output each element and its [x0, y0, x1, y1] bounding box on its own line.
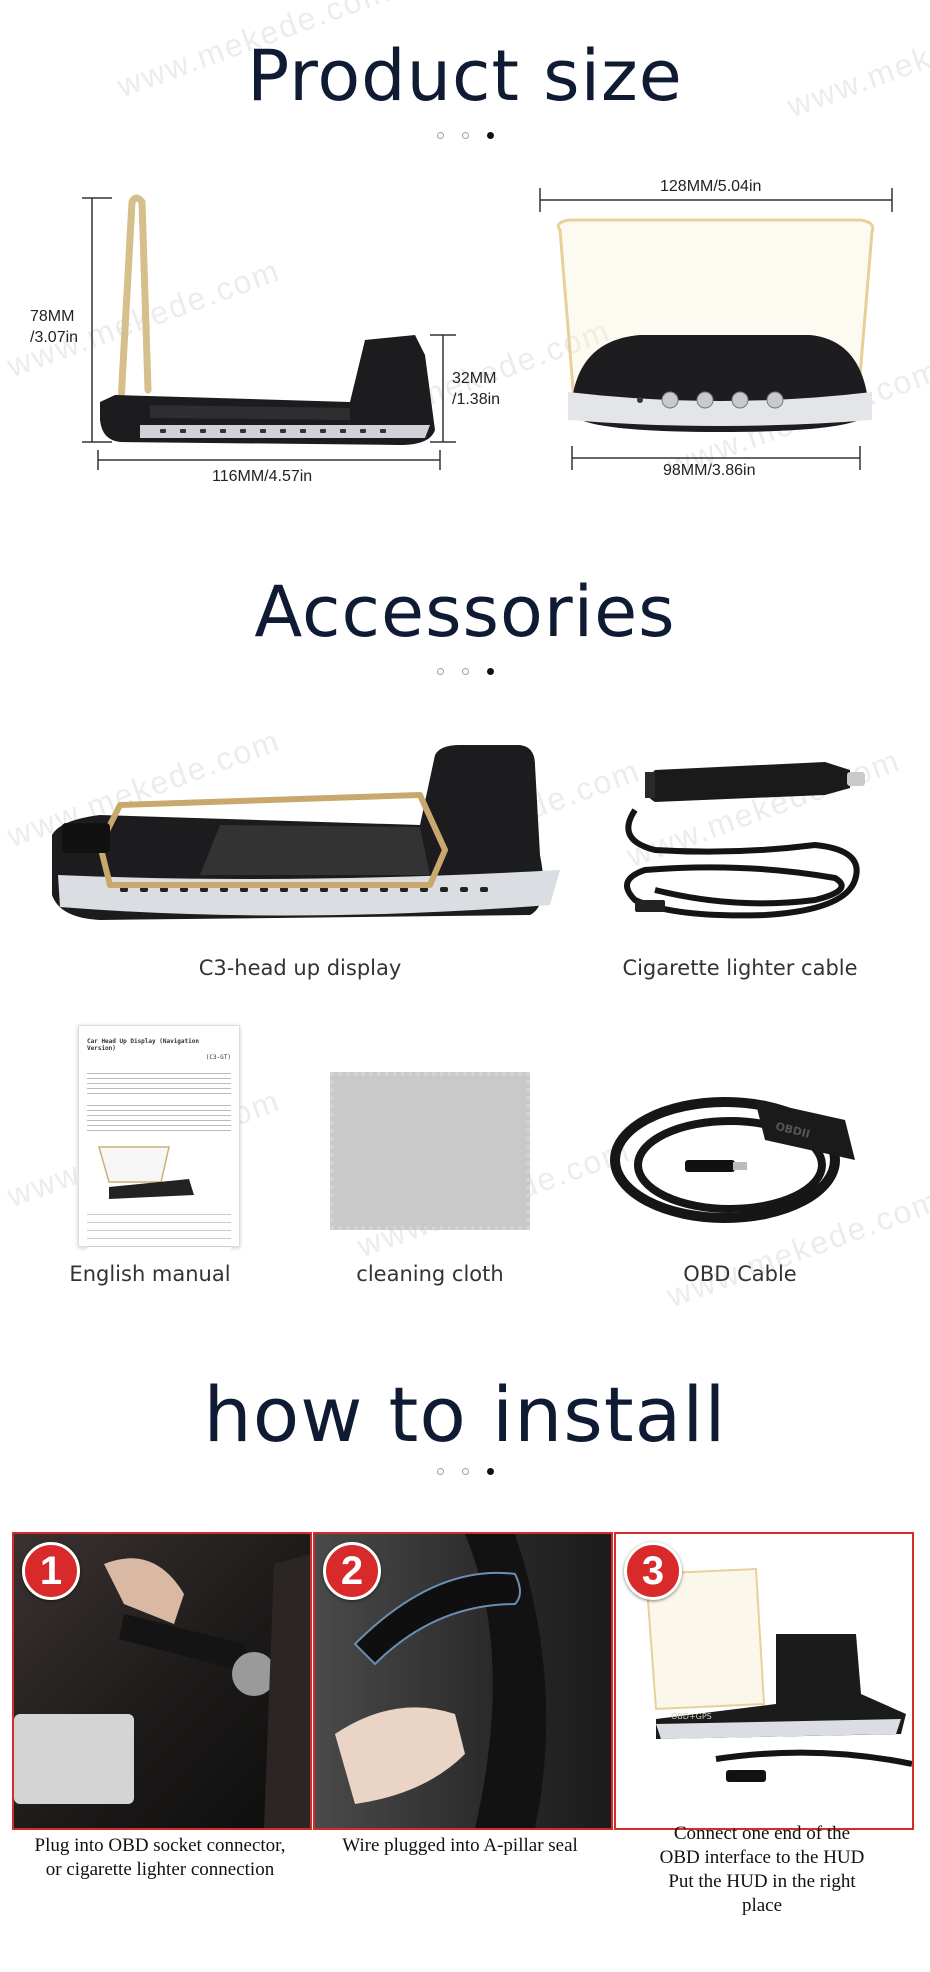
obd-cable-image: OBDII: [610, 1097, 855, 1223]
hud-device-image: [52, 745, 560, 920]
step-3-badge: 3: [624, 1542, 682, 1600]
accessory-label-cloth: cleaning cloth: [356, 1262, 504, 1286]
install-step-2-image: 2: [313, 1532, 613, 1830]
height-dimension: 78MM/3.07in: [30, 308, 79, 346]
install-step-1-caption: Plug into OBD socket connector,or cigare…: [34, 1835, 286, 1880]
accessory-label-hud: C3-head up display: [198, 956, 402, 980]
length-dimension: 116MM/4.57in: [212, 468, 313, 485]
cigarette-lighter-cable-image: [624, 762, 865, 919]
depth-height-dimension: 32MM/1.38in: [452, 370, 501, 408]
english-manual-image: Car Head Up Display (Navigation Version)…: [78, 1025, 240, 1251]
install-cable-label: OBD+GPS: [671, 1712, 712, 1721]
accessory-label-manual: English manual: [69, 1262, 231, 1286]
front-view-diagram: [539, 188, 893, 470]
section-title-product-size: Product size: [247, 35, 683, 117]
section-dots: [0, 1468, 930, 1475]
screen-width-dimension: 128MM/5.04in: [660, 178, 762, 195]
section-dots: [0, 132, 930, 139]
step-2-badge: 2: [323, 1542, 381, 1600]
side-view-diagram: [82, 194, 456, 470]
cleaning-cloth-image: [330, 1072, 530, 1230]
section-dots: [0, 668, 930, 675]
step-1-badge: 1: [22, 1542, 80, 1600]
install-step-2-caption: Wire plugged into A-pillar seal: [342, 1835, 578, 1856]
install-step-3-image: OBD+GPS 3: [614, 1532, 914, 1830]
base-width-dimension: 98MM/3.86in: [663, 462, 756, 479]
install-step-1-image: 1: [12, 1532, 312, 1830]
accessory-label-cigarette-cable: Cigarette lighter cable: [622, 956, 858, 980]
accessory-label-obd-cable: OBD Cable: [683, 1262, 797, 1286]
section-title-install: how to install: [203, 1370, 727, 1459]
section-title-accessories: Accessories: [254, 571, 676, 653]
